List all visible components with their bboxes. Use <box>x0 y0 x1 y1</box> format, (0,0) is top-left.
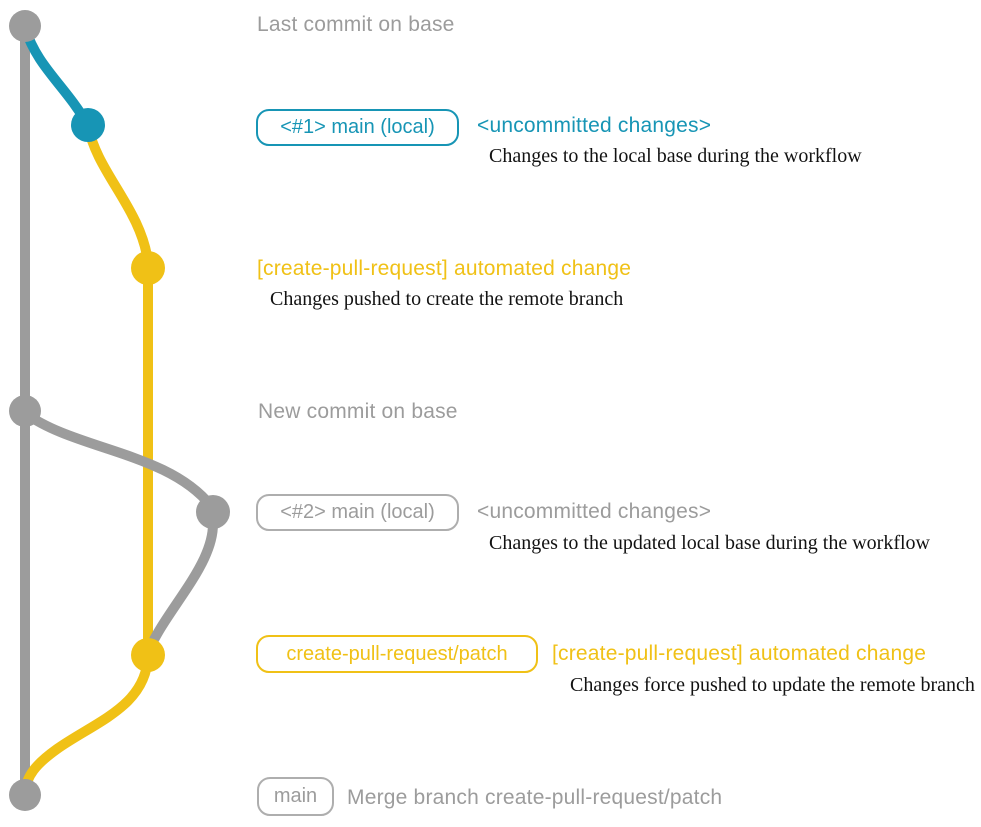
new-commit-label: New commit on base <box>258 400 458 423</box>
uncommitted-changes-heading-2: <uncommitted changes> <box>477 500 712 523</box>
automated-change-heading-1: [create-pull-request] automated change <box>257 257 632 280</box>
branch-badge-label: <#2> main (local) <box>280 501 435 523</box>
commit-dot-last-base <box>9 10 41 42</box>
last-commit-label: Last commit on base <box>257 13 455 36</box>
automated-change-caption-2: Changes force pushed to update the remot… <box>570 674 975 696</box>
uncommitted-changes-caption-1: Changes to the local base during the wor… <box>489 145 862 167</box>
uncommitted-changes-caption-2: Changes to the updated local base during… <box>489 532 930 554</box>
uncommitted-changes-heading-1: <uncommitted changes> <box>477 114 712 137</box>
branch-badge-label: <#1> main (local) <box>280 116 435 138</box>
branch-badge-label: main <box>273 785 318 807</box>
automated-change-caption-1: Changes pushed to create the remote bran… <box>270 288 624 310</box>
commit-dot-automated-1 <box>131 251 165 285</box>
commit-dot-local-1 <box>71 108 105 142</box>
commit-dot-automated-2 <box>131 638 165 672</box>
commit-dot-new-base <box>9 395 41 427</box>
branch-badge-main-local-2: <#2> main (local) <box>256 494 459 531</box>
patch-branch-line <box>20 120 153 798</box>
rebase-curve-in <box>144 509 219 655</box>
commit-dot-local-2 <box>196 495 230 529</box>
rebase-curve-out <box>20 408 216 511</box>
merge-commit-label: Merge branch create-pull-request/patch <box>347 786 723 809</box>
branch-badge-label: create-pull-request/patch <box>286 642 508 665</box>
branch-badge-main-local-1: <#1> main (local) <box>256 109 459 146</box>
branch-badge-main: main <box>257 777 334 816</box>
local-changes-curve-1 <box>20 23 93 130</box>
branch-badge-patch: create-pull-request/patch <box>256 635 538 673</box>
commit-dot-merge <box>9 779 41 811</box>
automated-change-heading-2: [create-pull-request] automated change <box>552 642 927 665</box>
